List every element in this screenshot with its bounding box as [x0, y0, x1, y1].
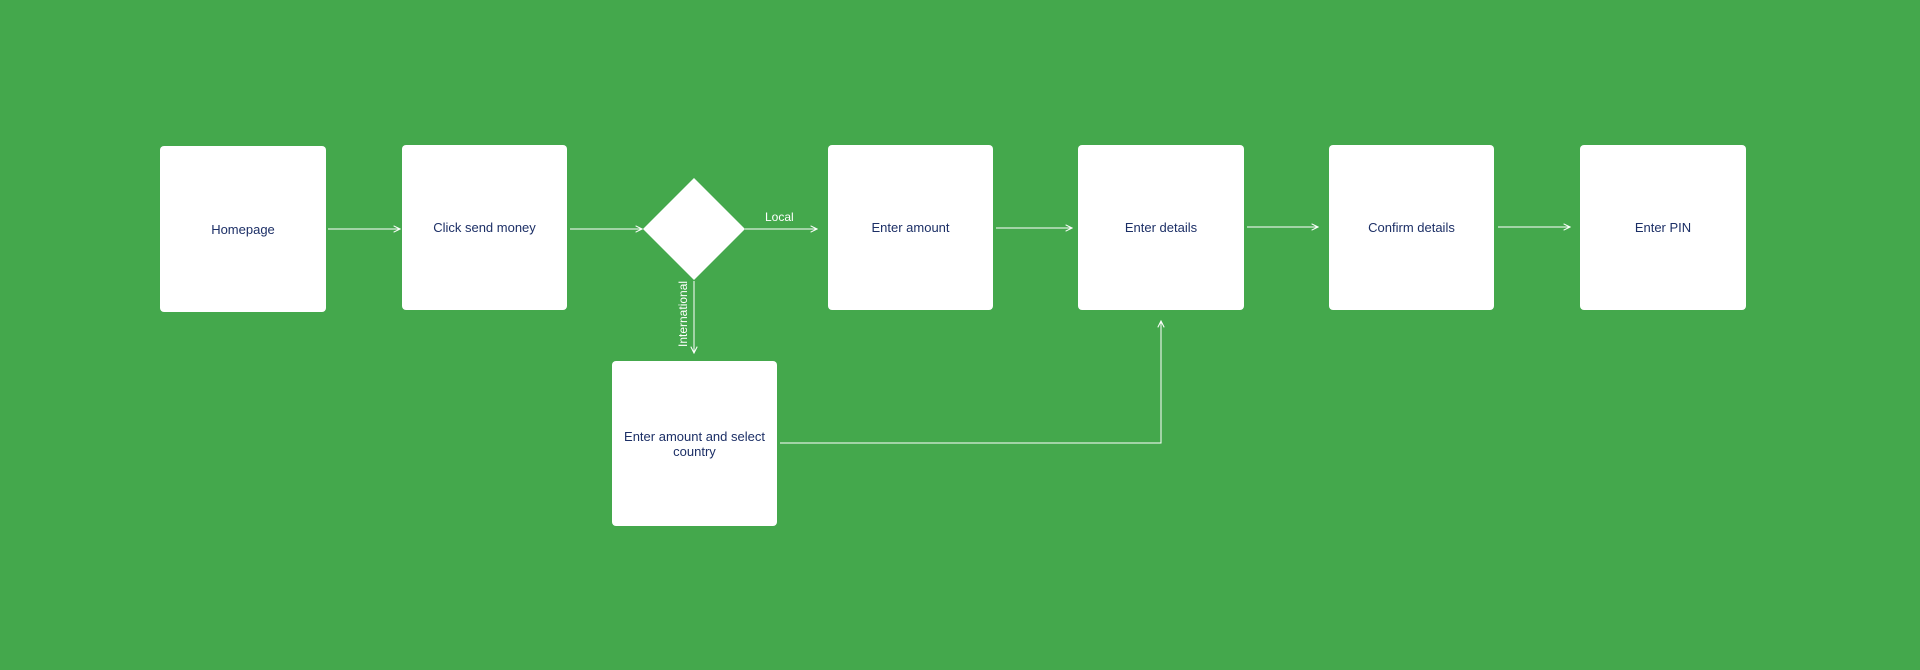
arrow-enter-amount-select-country-to-enter-details — [780, 321, 1161, 444]
edge-label-local: Local — [765, 210, 794, 224]
node-enter-amount: Enter amount — [828, 145, 993, 310]
node-confirm-details-label: Confirm details — [1368, 220, 1455, 235]
node-enter-pin: Enter PIN — [1580, 145, 1746, 310]
node-click-send-money: Click send money — [402, 145, 567, 310]
decision-diamond — [643, 178, 745, 280]
node-homepage: Homepage — [160, 146, 326, 312]
node-enter-amount-label: Enter amount — [871, 220, 950, 235]
node-homepage-label: Homepage — [211, 221, 275, 237]
node-confirm-details: Confirm details — [1329, 145, 1494, 310]
edge-label-international: International — [676, 281, 690, 347]
node-enter-details: Enter details — [1078, 145, 1244, 310]
node-enter-details-label: Enter details — [1124, 220, 1198, 235]
node-click-send-money-label: Click send money — [433, 220, 536, 235]
node-enter-pin-label: Enter PIN — [1634, 220, 1692, 235]
node-enter-amount-select-country-label: Enter amount and select country — [624, 428, 765, 459]
node-enter-amount-select-country: Enter amount and select country — [612, 361, 777, 526]
